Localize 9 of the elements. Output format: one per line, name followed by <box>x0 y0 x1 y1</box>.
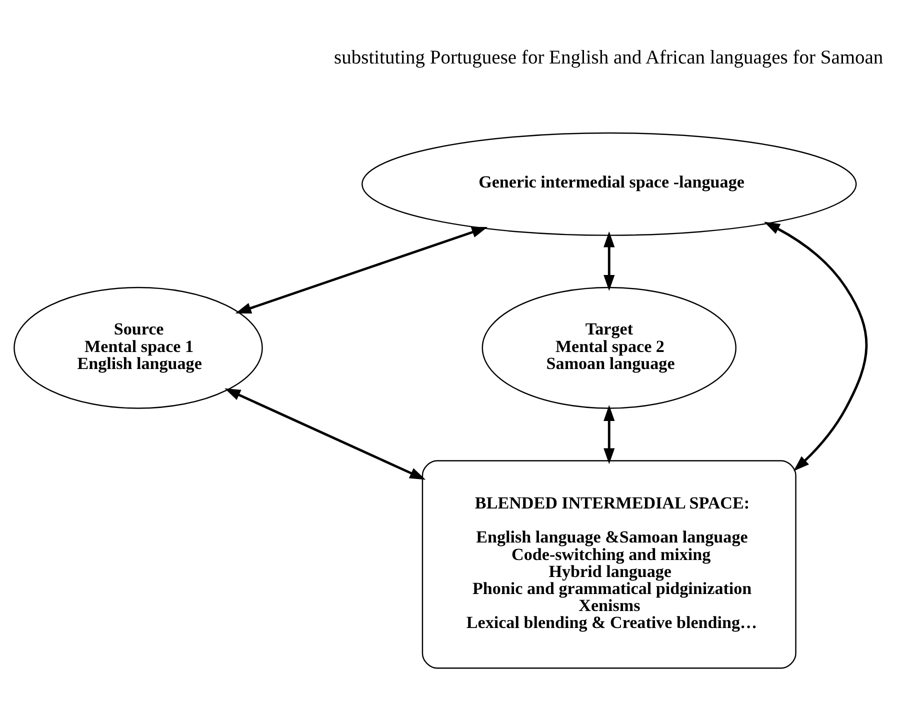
arrow <box>224 388 426 480</box>
arrow <box>603 231 614 291</box>
node-ellipse: Target Mental space 2 Samoan language <box>481 286 736 409</box>
node-ellipse: Source Mental space 1 English language <box>13 286 262 409</box>
arrow <box>763 222 868 472</box>
label: substituting Portuguese for English and African languages for Samoan <box>334 47 883 68</box>
arrow <box>603 405 614 464</box>
arrow <box>234 226 488 314</box>
node-box: BLENDED INTERMEDIAL SPACE: English language &Samoan language Code-switching and mixing Hybrid language Phonic and grammatical pidginization Xenisms Lexical blending & Creative blending… <box>421 460 796 669</box>
